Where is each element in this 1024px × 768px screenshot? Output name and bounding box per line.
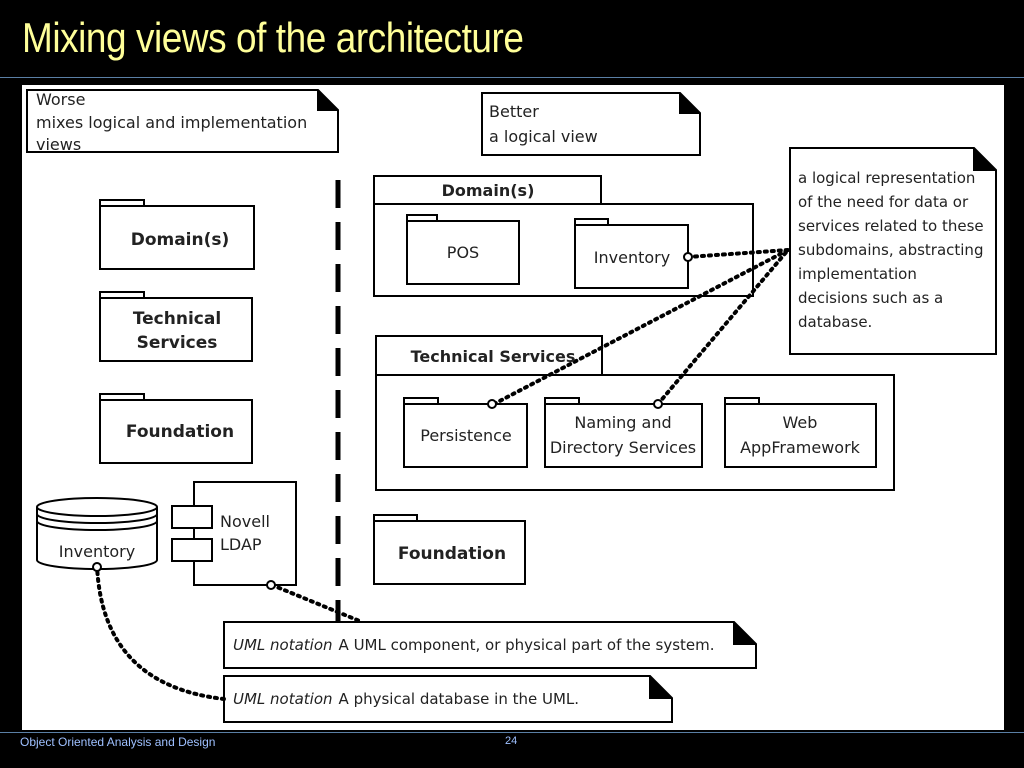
diagram-panel: Worse mixes logical and implementation v…: [22, 85, 1004, 730]
inventory-label: Inventory: [594, 248, 670, 267]
worse-technical-label-2: Services: [137, 333, 218, 353]
better-technical-label: Technical Services: [411, 347, 576, 366]
worse-technical-label-1: Technical: [133, 309, 221, 329]
naming-label-1: Naming and: [574, 413, 671, 432]
ldap-label-1: Novell: [220, 512, 270, 531]
worse-note: [26, 89, 339, 153]
uml-component-body: A UML component, or physical part of the…: [339, 636, 715, 654]
slide-title: Mixing views of the architecture: [22, 14, 524, 61]
logical-note-line4: subdomains, abstracting: [798, 241, 983, 259]
worse-note-line2: mixes logical and implementation: [36, 113, 307, 132]
architecture-diagram: Worse mixes logical and implementation v…: [26, 89, 997, 723]
inventory-database: [36, 497, 158, 570]
web-label-2: AppFramework: [740, 438, 861, 457]
logical-representation-note: [789, 147, 997, 355]
footer-course-title: Object Oriented Analysis and Design: [20, 735, 216, 749]
uml-database-body: A physical database in the UML.: [339, 690, 579, 708]
ldap-label-2: LDAP: [220, 535, 262, 554]
worse-note-line3: views: [36, 135, 81, 154]
footer-page-number: 24: [505, 735, 518, 747]
logical-note-line1: a logical representation: [798, 169, 975, 187]
persistence-label: Persistence: [420, 426, 512, 445]
better-technical-services-package: [375, 335, 895, 491]
worse-domain-package: [99, 199, 255, 270]
uml-database-italic: UML notation: [233, 690, 333, 708]
logical-note-line6: decisions such as a: [798, 289, 943, 307]
pos-label: POS: [447, 243, 479, 262]
logical-note-line5: implementation: [798, 265, 917, 283]
uml-component-note: [223, 621, 757, 669]
uml-database-note-text: UML notation A physical database in the U…: [233, 690, 579, 708]
web-label-1: Web: [783, 413, 818, 432]
better-note-line1: Better: [489, 102, 539, 121]
title-divider: [0, 77, 1024, 78]
better-foundation-package: [373, 514, 526, 585]
worse-foundation-package: [99, 393, 253, 464]
worse-technical-services-package: [99, 291, 253, 362]
uml-component-italic: UML notation: [233, 636, 333, 654]
better-domain-package: [373, 175, 754, 297]
footer-divider: [0, 732, 1024, 733]
worse-domain-label: Domain(s): [131, 230, 230, 250]
connector-endpoints: [92, 252, 693, 590]
better-note: [481, 92, 701, 156]
logical-note-line7: database.: [798, 313, 872, 331]
database-label: Inventory: [59, 542, 135, 561]
worse-foundation-label: Foundation: [126, 422, 234, 442]
dotted-connectors: [95, 248, 790, 701]
uml-component-note-text: UML notation A UML component, or physical…: [233, 636, 715, 654]
better-foundation-label: Foundation: [398, 544, 506, 564]
uml-database-note: [223, 675, 673, 723]
novell-ldap-component: [171, 481, 297, 586]
naming-label-2: Directory Services: [550, 438, 696, 457]
worse-note-line1: Worse: [36, 90, 85, 109]
better-note-line2: a logical view: [489, 127, 598, 146]
logical-note-line2: of the need for data or: [798, 193, 969, 211]
logical-note-line3: services related to these: [798, 217, 984, 235]
better-domain-label: Domain(s): [442, 181, 535, 200]
